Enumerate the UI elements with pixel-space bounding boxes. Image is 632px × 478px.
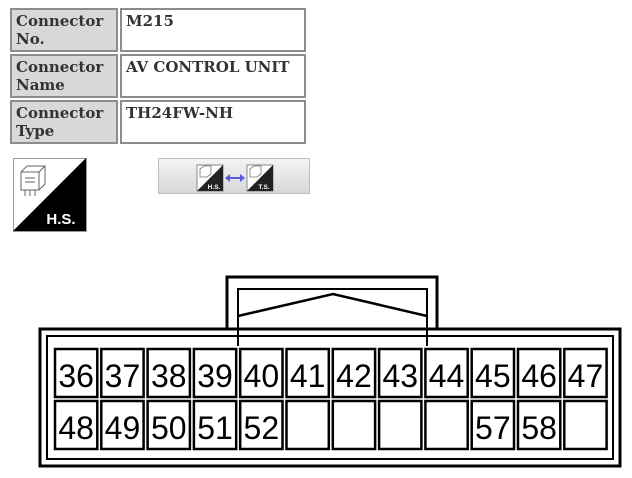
pin-cavity-51 — [192, 399, 238, 451]
hs-badge-text: H.S. — [46, 211, 75, 228]
pin-cavity-empty — [424, 399, 469, 451]
pin-cavity-40 — [238, 347, 284, 399]
connector-type-row: Connector Type TH24FW-NH — [10, 100, 306, 144]
connector-lock-tab — [225, 275, 439, 329]
connector-name-row: Connector Name AV CONTROL UNIT — [10, 54, 306, 98]
pin-number-43: 43 — [382, 358, 418, 394]
pin-cavity-48 — [53, 399, 99, 451]
pin-cavity-42 — [331, 347, 377, 399]
pin-number-47: 47 — [568, 358, 604, 394]
pin-number-39: 39 — [197, 358, 233, 394]
pin-cavity-37 — [100, 347, 145, 399]
pin-number-37: 37 — [105, 358, 141, 394]
connector-name-value: AV CONTROL UNIT — [120, 54, 306, 98]
connector-type-label: Connector Type — [10, 100, 118, 144]
pin-cavity-36 — [53, 347, 99, 399]
pin-cavity-52 — [238, 399, 284, 451]
pin-cavity-38 — [146, 347, 192, 399]
pin-cavity-39 — [192, 347, 238, 399]
pin-cavity-empty — [285, 399, 331, 451]
switch-left-text: H.S. — [208, 184, 221, 191]
connector-type-value: TH24FW-NH — [120, 100, 306, 144]
pin-number-52: 52 — [244, 410, 280, 446]
pin-cavity-45 — [470, 347, 516, 399]
connector-number-row: Connector No. M215 — [10, 8, 306, 52]
pin-number-38: 38 — [151, 358, 187, 394]
hs-ts-switch-button[interactable]: H.S. T.S. — [158, 158, 310, 194]
pin-number-45: 45 — [475, 358, 511, 394]
pin-cavity-41 — [285, 347, 331, 399]
pin-number-58: 58 — [521, 410, 557, 446]
pin-number-49: 49 — [105, 410, 141, 446]
pin-cavity-empty — [377, 399, 423, 451]
hs-mini-icon: H.S. — [196, 164, 224, 192]
pin-number-57: 57 — [475, 410, 511, 446]
pin-number-41: 41 — [290, 358, 326, 394]
pin-cavity-46 — [516, 347, 562, 399]
connector-pin-grid: 36 37 38 39 40 41 42 43 44 45 46 47 48 49 50 51 52 57 58 — [53, 347, 608, 451]
pin-number-42: 42 — [336, 358, 372, 394]
pin-number-40: 40 — [244, 358, 280, 394]
pin-cavity-empty — [563, 399, 608, 451]
pin-number-36: 36 — [58, 358, 94, 394]
pin-cavity-47 — [563, 347, 608, 399]
connector-number-label: Connector No. — [10, 8, 118, 52]
switch-right-text: T.S. — [258, 184, 269, 191]
pin-number-46: 46 — [521, 358, 557, 394]
connector-name-label: Connector Name — [10, 54, 118, 98]
pin-cavity-57 — [470, 399, 516, 451]
connector-number-value: M215 — [120, 8, 306, 52]
connector-outer-housing — [38, 327, 622, 468]
pin-cavity-49 — [100, 399, 145, 451]
pin-cavity-43 — [377, 347, 423, 399]
pin-number-44: 44 — [429, 358, 465, 394]
pin-cavity-44 — [424, 347, 469, 399]
pin-cavity-empty — [331, 399, 377, 451]
pin-cavity-50 — [146, 399, 192, 451]
harness-side-connector-icon: H.S. — [13, 158, 87, 232]
connector-info-table: Connector No. M215 Connector Name AV CON… — [8, 6, 308, 146]
swap-arrow-icon — [225, 174, 245, 182]
connector-lock-tab-inner — [237, 288, 428, 346]
pin-number-48: 48 — [58, 410, 94, 446]
connector-inner-housing — [46, 335, 614, 460]
pin-number-51: 51 — [197, 410, 233, 446]
harness-side-badge: H.S. — [13, 158, 87, 236]
connector-lock-latch — [237, 292, 428, 318]
ts-mini-icon: T.S. — [246, 164, 274, 192]
pin-cavity-58 — [516, 399, 562, 451]
pin-number-50: 50 — [151, 410, 187, 446]
